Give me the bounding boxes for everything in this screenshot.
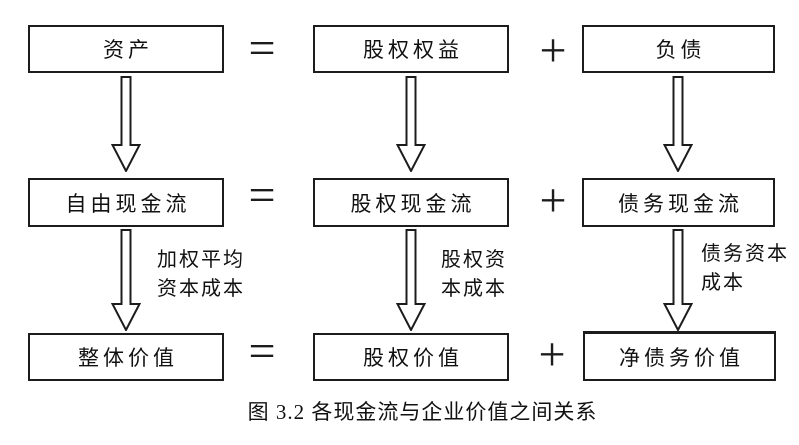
box-total-value: 整体价值 — [28, 333, 224, 381]
debt-cost-label: 债务资本 成本 — [701, 240, 789, 298]
equals-sign: = — [248, 325, 276, 378]
down-arrow-icon — [396, 229, 426, 331]
down-arrow-icon — [663, 229, 693, 331]
box-assets: 资产 — [28, 25, 224, 73]
debt-cost-label-line1: 债务资本 — [701, 243, 789, 265]
down-arrow-icon — [396, 76, 426, 172]
box-net-debt-value: 净债务价值 — [583, 331, 776, 381]
figure-caption: 图 3.2 各现金流与企业价值之间关系 — [247, 400, 598, 424]
wacc-label-line2: 资本成本 — [157, 278, 245, 300]
box-debt-cash-flow: 债务现金流 — [582, 178, 775, 227]
equals-sign: = — [248, 169, 276, 222]
box-equity-interest: 股权权益 — [313, 25, 509, 73]
equals-sign: = — [248, 22, 276, 75]
down-arrow-icon — [663, 76, 693, 172]
box-equity-cash-flow: 股权现金流 — [313, 178, 509, 227]
equity-cost-label: 股权资 本成本 — [441, 246, 507, 304]
debt-cost-label-line2: 成本 — [701, 272, 745, 294]
equity-cost-label-line2: 本成本 — [441, 278, 507, 300]
plus-sign: + — [539, 24, 567, 77]
box-free-cash-flow: 自由现金流 — [28, 178, 224, 227]
down-arrow-icon — [111, 229, 141, 331]
wacc-label-line1: 加权平均 — [157, 249, 245, 271]
box-liabilities: 负债 — [582, 25, 775, 73]
box-equity-value: 股权价值 — [313, 333, 509, 381]
equity-cost-label-line1: 股权资 — [441, 249, 507, 271]
plus-sign: + — [538, 328, 566, 381]
wacc-label: 加权平均 资本成本 — [157, 246, 245, 304]
plus-sign: + — [539, 174, 567, 227]
down-arrow-icon — [111, 76, 141, 172]
